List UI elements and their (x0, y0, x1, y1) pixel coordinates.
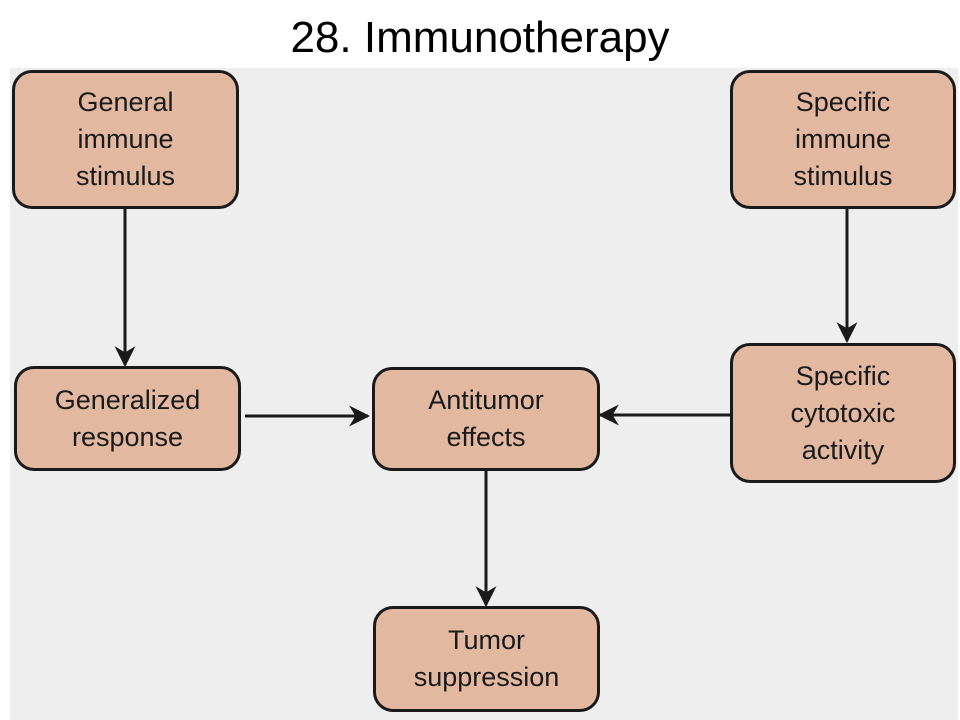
node-antitumor-effects: Antitumor effects (372, 367, 600, 471)
node-specific-immune-stimulus: Specific immune stimulus (730, 70, 956, 209)
node-specific-cytotoxic-activity: Specific cytotoxic activity (730, 343, 956, 483)
slide-title: 28. Immunotherapy (290, 13, 670, 62)
node-generalized-response: Generalized response (14, 366, 241, 471)
node-tumor-suppression: Tumor suppression (373, 606, 600, 712)
node-general-immune-stimulus: General immune stimulus (12, 70, 239, 209)
